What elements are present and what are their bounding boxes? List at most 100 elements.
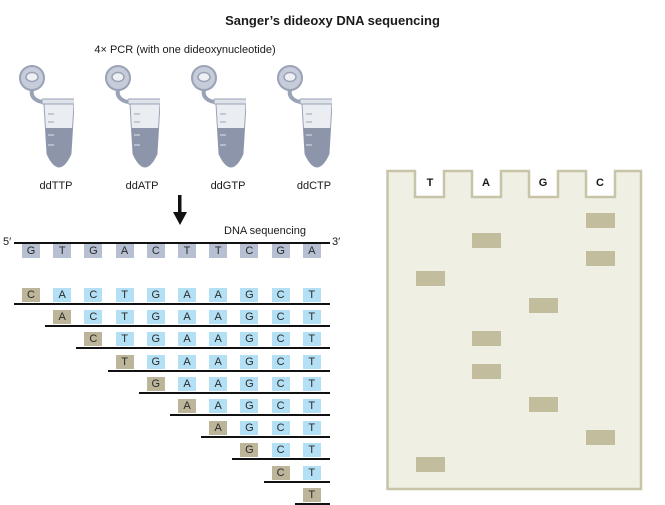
fragment-backbone <box>201 436 330 439</box>
microcentrifuge-tube-icon <box>277 65 335 168</box>
synthesized-base: A <box>178 376 196 391</box>
dideoxy-terminator-base: T <box>115 354 134 369</box>
template-label: DNA sequencing <box>224 225 306 237</box>
synthesized-base: T <box>302 376 321 391</box>
tube-label: ddTTP <box>39 180 73 192</box>
synthesized-base: A <box>178 354 196 369</box>
synthesized-base: T <box>115 332 134 347</box>
dideoxy-terminator-base: T <box>302 487 321 502</box>
fragment-backbone <box>170 414 330 416</box>
pcr-subtitle: 4× PCR (with one dideoxynucleotide) <box>94 44 276 56</box>
fragment-backbone <box>294 502 330 505</box>
fragment-backbone <box>138 391 330 394</box>
synthesized-base: G <box>146 332 165 347</box>
synthesized-base: T <box>302 332 321 347</box>
synthesized-base: T <box>115 310 134 325</box>
dideoxy-terminator-base: C <box>271 465 290 480</box>
synthesized-base: C <box>271 421 290 436</box>
gel-band <box>472 233 501 248</box>
synthesized-base: G <box>240 399 259 413</box>
dideoxy-terminator-base: A <box>178 399 196 413</box>
synthesized-base: A <box>209 354 228 369</box>
synthesized-base: C <box>271 288 290 302</box>
synthesized-base: G <box>240 421 259 436</box>
fragment-backbone <box>107 369 330 372</box>
pcr-tube <box>100 62 163 185</box>
gel-band <box>586 251 615 266</box>
synthesized-base: T <box>302 465 321 480</box>
template-base: G <box>22 244 40 258</box>
template-base: T <box>53 244 72 258</box>
pcr-tube <box>186 62 249 185</box>
fragment-backbone <box>232 458 330 461</box>
gel-band <box>416 457 445 472</box>
synthesized-base: A <box>209 332 228 347</box>
gel-band <box>416 271 445 286</box>
synthesized-base: T <box>302 421 321 436</box>
gel-outline <box>386 169 643 491</box>
synthesized-base: A <box>53 288 72 302</box>
synthesized-base: C <box>271 443 290 458</box>
down-arrow-icon <box>173 195 187 225</box>
gel-lane-label: A <box>482 177 490 189</box>
synthesized-base: A <box>178 288 196 302</box>
synthesized-base: C <box>271 376 290 391</box>
five-prime-label: 5′ <box>3 236 12 248</box>
gel-lane-label: G <box>538 177 548 189</box>
gel-lane-label: C <box>596 177 604 189</box>
gel-band <box>472 364 501 379</box>
template-base: T <box>178 244 196 258</box>
fragment-backbone <box>14 303 330 305</box>
template-base: G <box>271 244 290 258</box>
microcentrifuge-tube-icon <box>191 65 249 168</box>
synthesized-base: A <box>209 399 228 413</box>
synthesized-base: A <box>178 332 196 347</box>
synthesized-base: G <box>240 332 259 347</box>
microcentrifuge-tube-icon <box>19 65 77 168</box>
synthesized-base: C <box>84 288 103 302</box>
dideoxy-terminator-base: A <box>53 310 72 325</box>
synthesized-base: T <box>302 354 321 369</box>
synthesized-base: C <box>271 399 290 413</box>
synthesized-base: G <box>240 288 259 302</box>
gel-band <box>586 213 615 228</box>
synthesized-base: G <box>240 376 259 391</box>
dideoxy-terminator-base: G <box>240 443 259 458</box>
pcr-tube <box>14 62 77 185</box>
microcentrifuge-tube-icon <box>105 65 163 168</box>
fragment-backbone <box>263 480 330 483</box>
synthesized-base: C <box>271 332 290 347</box>
synthesized-base: A <box>209 376 228 391</box>
template-base: A <box>302 244 321 258</box>
template-base: C <box>146 244 165 258</box>
template-base: G <box>84 244 103 258</box>
synthesized-base: A <box>209 310 228 325</box>
synthesized-base: C <box>271 310 290 325</box>
gel-band <box>472 331 501 346</box>
template-base: C <box>240 244 259 258</box>
figure-title: Sanger’s dideoxy DNA sequencing <box>225 13 440 28</box>
synthesized-base: A <box>209 288 228 302</box>
dideoxy-terminator-base: C <box>84 332 103 347</box>
gel-band <box>529 397 558 412</box>
synthesized-base: G <box>240 310 259 325</box>
synthesized-base: C <box>271 354 290 369</box>
synthesized-base: T <box>302 399 321 413</box>
synthesized-base: G <box>240 354 259 369</box>
gel-lane-label: T <box>426 177 434 189</box>
tube-label: ddGTP <box>210 180 246 192</box>
template-backbone <box>14 242 330 244</box>
synthesized-base: T <box>115 288 134 302</box>
synthesized-base: C <box>84 310 103 325</box>
synthesized-base: G <box>146 354 165 369</box>
tube-label: ddCTP <box>296 180 332 192</box>
synthesized-base: T <box>302 288 321 302</box>
dideoxy-terminator-base: C <box>22 288 40 302</box>
synthesized-base: T <box>302 310 321 325</box>
template-base: T <box>209 244 228 258</box>
synthesized-base: G <box>146 310 165 325</box>
gel-band <box>529 298 558 313</box>
fragment-backbone <box>45 325 330 328</box>
fragment-backbone <box>76 347 330 350</box>
template-base: A <box>115 244 134 258</box>
